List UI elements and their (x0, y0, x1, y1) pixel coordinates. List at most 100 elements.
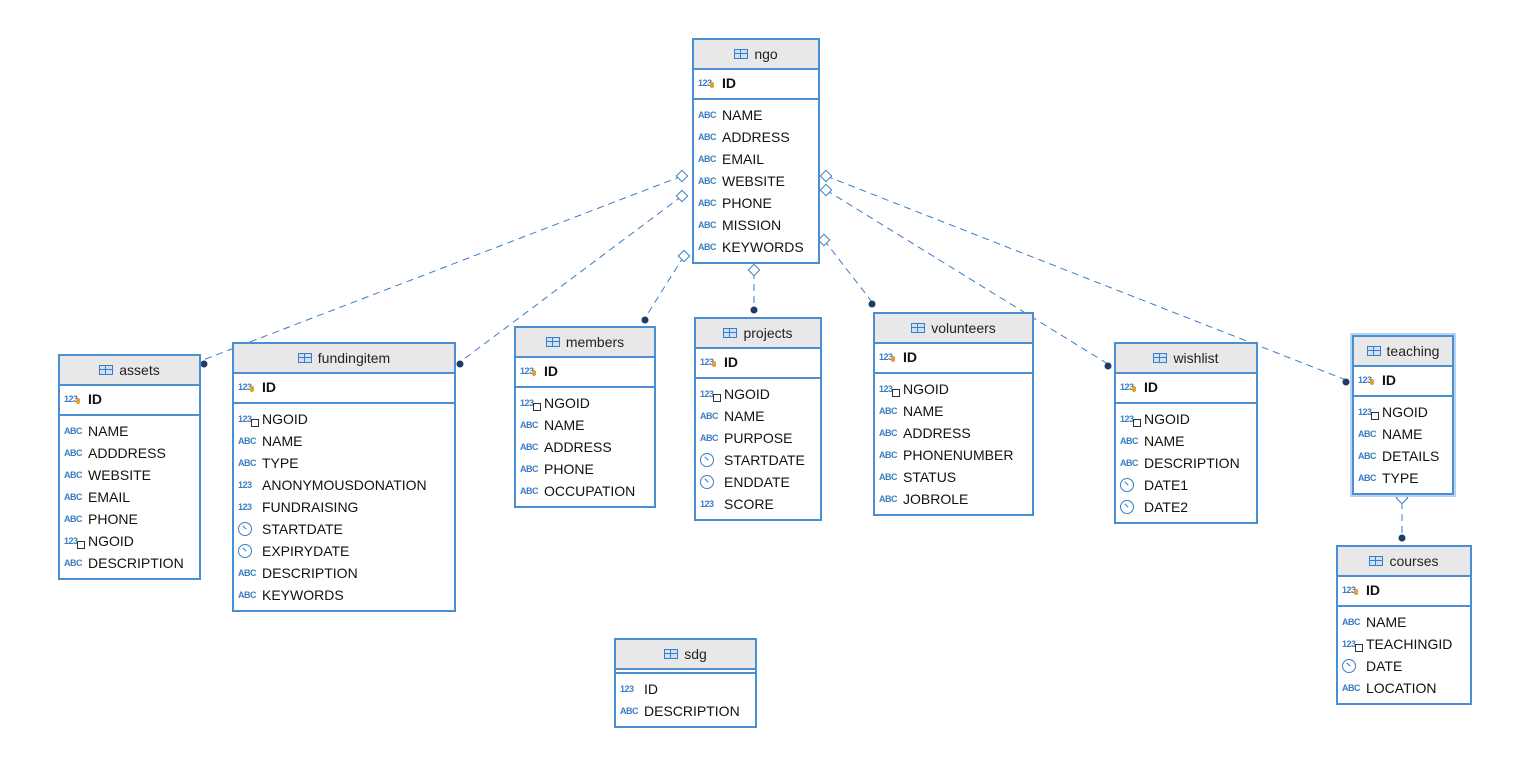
primary-key-icon: 123 (1358, 375, 1378, 385)
column-row[interactable]: DATE1 (1116, 474, 1256, 496)
table-header[interactable]: wishlist (1116, 344, 1256, 374)
column-row[interactable]: EXPIRYDATE (234, 540, 454, 562)
text-type-icon: ABC (1358, 429, 1377, 439)
column-row[interactable]: ABC LOCATION (1338, 677, 1470, 699)
date-type-icon (238, 522, 252, 536)
table-header[interactable]: courses (1338, 547, 1470, 577)
table-header[interactable]: ngo (694, 40, 818, 70)
column-name: ID (903, 349, 917, 365)
table-header[interactable]: sdg (616, 640, 755, 670)
column-row[interactable]: DATE (1338, 655, 1470, 677)
table-icon (734, 49, 749, 59)
column-row[interactable]: DATE2 (1116, 496, 1256, 518)
text-type-icon: ABC (64, 470, 83, 480)
table-header[interactable]: members (516, 328, 654, 358)
column-row[interactable]: ENDDATE (696, 471, 820, 493)
column-name: NGOID (724, 386, 770, 402)
table-header[interactable]: teaching (1354, 337, 1452, 367)
date-type-icon (1120, 478, 1134, 492)
column-separator (616, 672, 755, 674)
column-name: NAME (262, 433, 303, 449)
table-header[interactable]: projects (696, 319, 820, 349)
table-title: members (565, 334, 625, 350)
column-row[interactable]: STARTDATE (696, 449, 820, 471)
table-header[interactable]: volunteers (875, 314, 1032, 344)
column-name: LOCATION (1366, 680, 1437, 696)
numeric-type-icon: 123 (700, 499, 714, 509)
table-header[interactable]: assets (60, 356, 199, 386)
dot-marker (1398, 534, 1406, 542)
table-header[interactable]: fundingitem (234, 344, 454, 374)
column-row[interactable]: STARTDATE (234, 518, 454, 540)
text-type-icon: ABC (1342, 683, 1361, 693)
column-name: PHONE (88, 511, 138, 527)
